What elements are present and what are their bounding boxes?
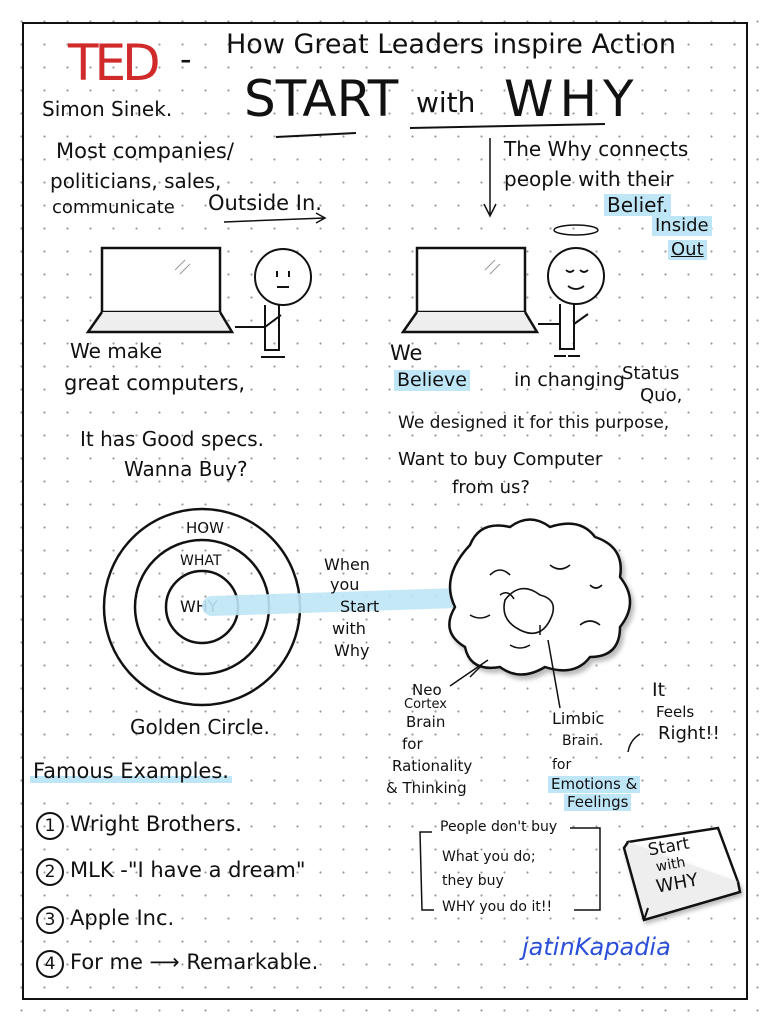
believe-highlight: Believe (394, 370, 470, 391)
arrow-label-1: When (324, 555, 370, 574)
quote-bracket (419, 827, 601, 911)
brain-pointer-lines (449, 639, 641, 753)
left-speech-3: It has Good specs. (80, 427, 265, 451)
right-speech-status: Status (622, 363, 680, 384)
example-text: Apple Inc. (70, 906, 175, 930)
signature: jatinKapadia (522, 933, 671, 961)
headline-why: WHY (504, 70, 640, 128)
ted-logo: TED (68, 34, 161, 92)
right-speech-4: Want to buy Computer (398, 449, 603, 470)
emotions-highlight: Emotions & (548, 776, 641, 793)
arrow-label-3: Start (340, 597, 380, 616)
headline-with: with (416, 86, 476, 119)
neo-2: Cortex (404, 697, 447, 712)
right-intro-2: people with their (504, 167, 674, 191)
left-intro-1: Most companies/ (56, 139, 234, 163)
page-frame (22, 22, 748, 1000)
right-speech-2: in changing (514, 369, 625, 391)
circle-what: WHAT (180, 553, 222, 569)
left-speech-2: great computers, (64, 371, 246, 395)
talk-title: How Great Leaders inspire Action (226, 29, 677, 60)
limbic-3: for (552, 757, 572, 773)
out-label: Out (668, 240, 707, 260)
right-speech-3: We designed it for this purpose, (398, 413, 670, 433)
feelings-highlight: Feelings (564, 794, 632, 811)
book-icon (622, 826, 742, 922)
number-circle: 3 (36, 906, 64, 934)
title-dash: - (180, 40, 192, 78)
right-speech-5: from us? (452, 477, 530, 498)
feels-1: It (652, 679, 666, 701)
examples-title: Famous Examples. (30, 759, 232, 784)
left-intro-3: communicate (52, 197, 175, 218)
inside-label: Inside (652, 216, 712, 236)
arrow-label-5: Why (334, 641, 370, 660)
neo-1: Neo (412, 681, 442, 699)
brain-icon (448, 518, 632, 678)
number-circle: 4 (36, 950, 64, 978)
feels-2: Feels (656, 703, 695, 721)
golden-circle-caption: Golden Circle. (130, 715, 270, 739)
headline-start: START (244, 70, 399, 128)
arrow-label-2: you (330, 575, 360, 594)
neo-6: & Thinking (386, 779, 467, 797)
outside-in: Outside In. (208, 191, 322, 215)
neo-3: Brain (406, 713, 446, 731)
quote-3: they buy (442, 873, 504, 889)
right-intro-1: The Why connects (504, 137, 689, 161)
right-speech-we: We (390, 341, 423, 365)
example-text: MLK -"I have a dream" (70, 858, 306, 882)
stick-figure-halo-icon (538, 224, 605, 357)
example-text: For me ⟶ Remarkable. (70, 950, 319, 974)
quote-2: What you do; (442, 849, 536, 865)
feels-3: Right!! (658, 723, 720, 744)
limbic-2: Brain. (562, 733, 604, 749)
left-speech-4: Wanna Buy? (124, 457, 248, 481)
number-circle: 2 (36, 858, 64, 886)
laptop-left-icon (85, 246, 235, 334)
laptop-right-icon (400, 246, 540, 334)
neo-5: Rationality (392, 757, 473, 775)
right-speech-quo: Quo, (640, 385, 683, 406)
down-arrow (483, 138, 497, 218)
arrow-label-4: with (332, 619, 366, 638)
limbic-1: Limbic (552, 709, 605, 728)
number-circle: 1 (36, 812, 64, 840)
neo-4: for (402, 735, 423, 753)
left-speech-1: We make (70, 339, 163, 363)
quote-4: WHY you do it!! (442, 899, 553, 915)
outside-in-arrow (223, 212, 327, 224)
stick-figure-left-icon (235, 248, 312, 358)
speaker-name: Simon Sinek. (42, 97, 173, 121)
example-text: Wright Brothers. (70, 812, 242, 836)
left-intro-2: politicians, sales, (50, 169, 222, 193)
quote-1: People don't buy (440, 819, 558, 835)
belief-highlight: Belief. (604, 194, 672, 216)
headline-underlines (275, 123, 606, 138)
circle-how: HOW (186, 519, 224, 537)
